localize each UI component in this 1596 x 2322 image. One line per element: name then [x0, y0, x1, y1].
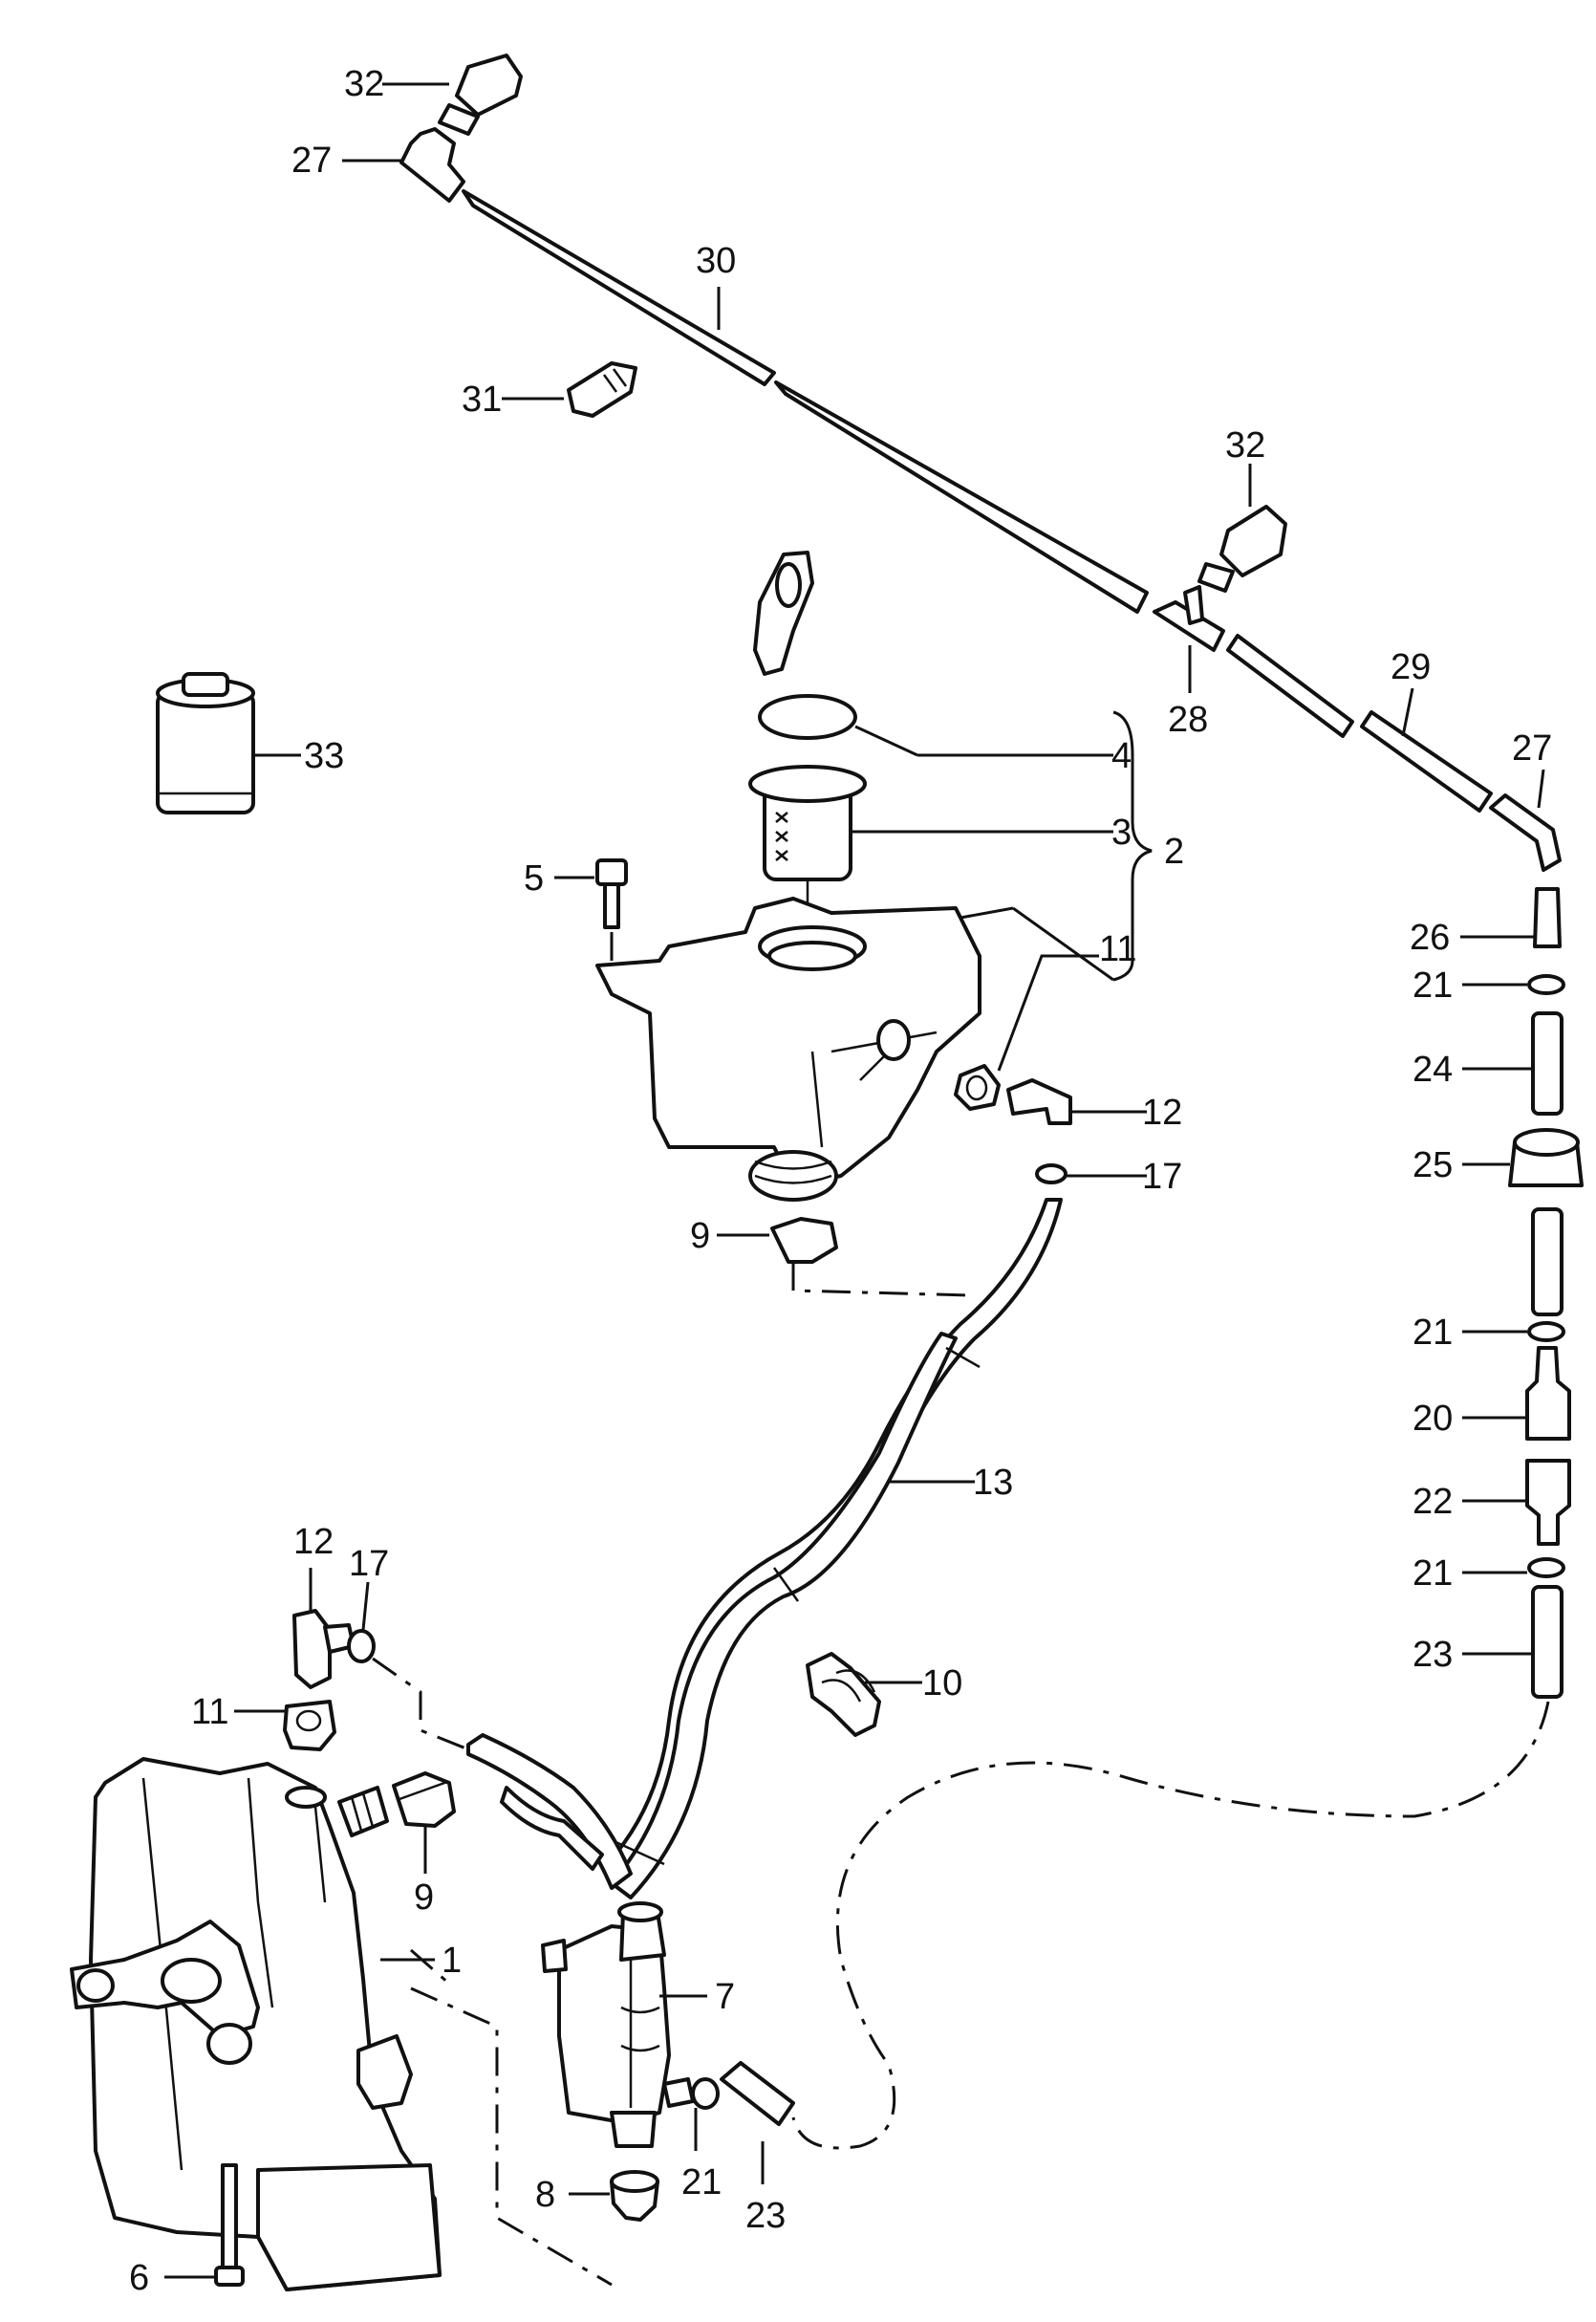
label-11-lower: 11 [191, 1692, 228, 1732]
elbow-12-upper [1006, 1078, 1072, 1125]
leader-2b [960, 906, 1014, 920]
clamp-21-lower [691, 2077, 720, 2110]
leader-4a [854, 725, 918, 757]
hose-24-lower [1531, 1207, 1564, 1316]
label-33: 33 [304, 736, 344, 776]
jet-nozzle-right [1197, 505, 1287, 593]
label-1: 1 [442, 1941, 462, 1981]
leader-17-lower [361, 1581, 370, 1631]
label-29: 29 [1391, 647, 1431, 687]
label-12-lower: 12 [293, 1522, 334, 1562]
label-7: 7 [715, 1977, 735, 2017]
clamp-21-c [1527, 1557, 1565, 1578]
jet-nozzle-left [438, 54, 523, 136]
reservoir-upper-2 [595, 897, 981, 1202]
label-21-a: 21 [1413, 966, 1453, 1006]
label-20: 20 [1413, 1399, 1453, 1439]
leader-2c [1012, 906, 1114, 982]
label-6: 6 [129, 2258, 149, 2298]
hose-clip-31 [567, 361, 637, 418]
hose-13 [466, 1198, 1063, 1899]
label-32-left: 32 [344, 64, 384, 104]
hose-23-right [1531, 1585, 1564, 1699]
elbow-hose-left [399, 127, 465, 203]
hose-23-lower [720, 2061, 795, 2126]
clamp-17-upper [1035, 1163, 1068, 1184]
label-23-right: 23 [1413, 1635, 1453, 1675]
label-21-c: 21 [1413, 1553, 1453, 1594]
clamp-17-lower [347, 1629, 376, 1663]
label-27-left: 27 [291, 141, 332, 181]
label-21-b: 21 [1413, 1313, 1453, 1353]
connector-22 [1525, 1459, 1571, 1546]
grommet-25 [1508, 1128, 1584, 1187]
filler-neck-3 [748, 765, 867, 881]
label-27-right: 27 [1512, 728, 1552, 769]
label-13: 13 [973, 1463, 1013, 1503]
clamp-21-b [1527, 1321, 1565, 1342]
bolt-5 [595, 858, 628, 929]
hose-24 [1531, 1011, 1564, 1116]
label-17-lower: 17 [349, 1544, 389, 1584]
label-12-upper: 12 [1142, 1093, 1182, 1133]
pipe-nipple [337, 1786, 389, 1837]
clip-9-upper [770, 1217, 838, 1264]
t-piece-28 [1153, 585, 1225, 652]
label-24: 24 [1413, 1050, 1453, 1090]
label-17-upper: 17 [1142, 1157, 1182, 1197]
reservoir-lower-1 [70, 1757, 442, 2291]
label-5: 5 [524, 858, 544, 899]
dash-hose-routing [791, 1701, 1550, 2150]
leader-29 [1401, 687, 1414, 737]
leader-11-upper [997, 954, 1099, 1072]
grommet-8 [610, 2170, 659, 2222]
washer-fluid-bottle-33 [156, 672, 255, 814]
label-25: 25 [1413, 1145, 1453, 1185]
elbow-12-lower [292, 1609, 356, 1689]
label-2: 2 [1164, 832, 1184, 872]
label-11-upper: 11 [1099, 929, 1136, 969]
clamp-21-a [1527, 974, 1565, 995]
dash-17 [372, 1657, 469, 1751]
connector-26 [1533, 887, 1562, 948]
label-21-lower: 21 [681, 2162, 722, 2203]
bolt-6 [214, 2163, 245, 2287]
grommet-11-upper [954, 1064, 1001, 1111]
hose-29 [1226, 634, 1493, 813]
grommet-11-lower [283, 1700, 336, 1751]
label-30: 30 [696, 241, 736, 281]
dash-1a [410, 1948, 450, 1986]
dash-9 [791, 1262, 971, 1297]
label-9-upper: 9 [690, 1216, 710, 1256]
label-23-lower: 23 [745, 2196, 786, 2236]
label-31: 31 [462, 380, 502, 420]
filler-cap-4 [753, 551, 857, 740]
label-9-lower: 9 [414, 1877, 434, 1918]
label-32-right: 32 [1225, 425, 1265, 466]
elbow-hose-right [1489, 793, 1562, 872]
label-10: 10 [922, 1663, 962, 1704]
dash-1b [410, 1986, 613, 2287]
clip-10 [806, 1652, 881, 1737]
washer-hose-long [462, 189, 1149, 614]
clip-9-lower [392, 1771, 456, 1828]
label-4: 4 [1111, 736, 1132, 776]
label-3: 3 [1111, 813, 1132, 853]
label-22: 22 [1413, 1482, 1453, 1522]
leader-27-right [1537, 769, 1545, 809]
washer-pump-7 [541, 1901, 695, 2148]
label-26: 26 [1410, 918, 1450, 958]
connector-20 [1525, 1346, 1571, 1441]
bracket-2 [1112, 710, 1153, 982]
label-8: 8 [535, 2175, 555, 2215]
label-28: 28 [1168, 700, 1208, 740]
